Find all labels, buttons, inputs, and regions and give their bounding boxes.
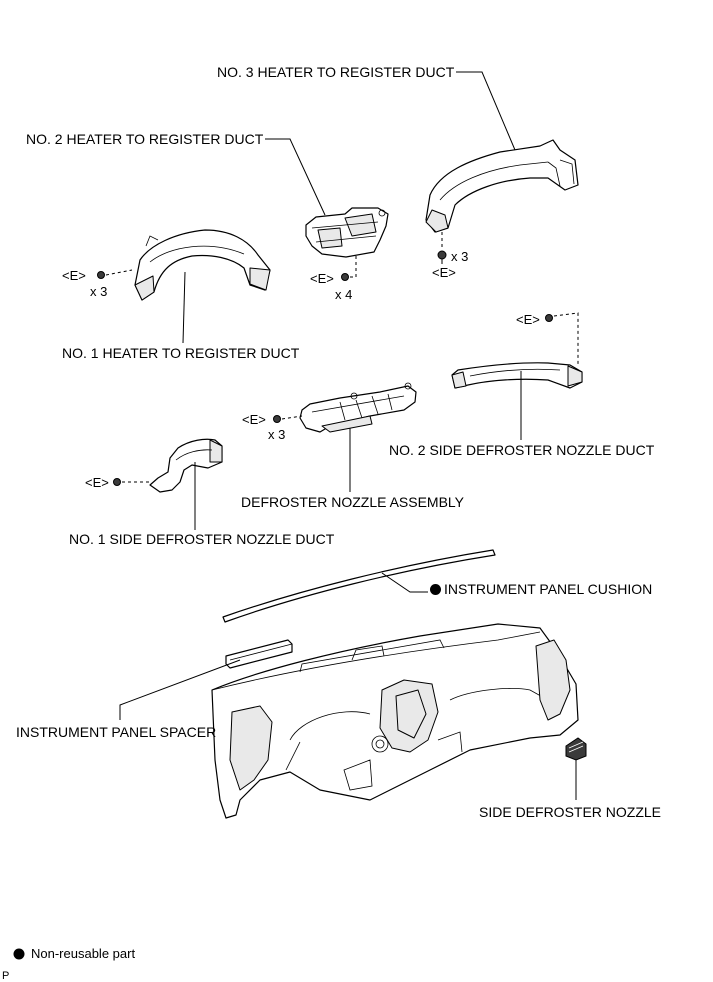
no1-screw-icon [97, 271, 105, 279]
fastener-code-defroster: <E> [242, 412, 266, 427]
label-no2-heater-duct: NO. 2 HEATER TO REGISTER DUCT [26, 131, 264, 147]
fastener-qty-no1: x 3 [90, 284, 108, 299]
page-mark: P [2, 970, 10, 982]
fastener-code-no3: <E> [432, 265, 456, 280]
instrument-panel-spacer-drawing [225, 639, 293, 669]
legend-non-reusable: Non-reusable part [31, 946, 136, 961]
fastener-qty-no3: x 3 [451, 249, 469, 264]
label-instrument-panel-spacer: INSTRUMENT PANEL SPACER [16, 724, 217, 740]
fastener-code-no2: <E> [310, 271, 334, 286]
fastener-qty-no2: x 4 [335, 287, 353, 302]
non-reusable-marker-icon [430, 584, 441, 595]
side-defroster-nozzle-drawing [565, 737, 587, 761]
instrument-panel-drawing [211, 623, 579, 819]
label-no3-heater-duct: NO. 3 HEATER TO REGISTER DUCT [217, 64, 455, 80]
no1-side-screw-icon [113, 478, 121, 486]
no3-screw-icon [437, 250, 447, 264]
label-instrument-panel-cushion: INSTRUMENT PANEL CUSHION [430, 581, 652, 597]
label-no2-side-defroster-duct: NO. 2 SIDE DEFROSTER NOZZLE DUCT [389, 442, 655, 458]
fastener-qty-defroster: x 3 [268, 427, 286, 442]
no1-heater-duct-drawing [134, 229, 271, 301]
label-side-defroster-nozzle: SIDE DEFROSTER NOZZLE [479, 804, 662, 820]
instrument-panel-cushion-drawing [222, 549, 496, 623]
no2-side-defroster-duct-drawing [451, 362, 583, 389]
fastener-code-no1: <E> [62, 268, 86, 283]
no3-heater-duct-drawing [425, 139, 579, 233]
instrument-panel-cushion-text: INSTRUMENT PANEL CUSHION [444, 581, 653, 597]
no2-heater-duct-drawing [305, 207, 389, 258]
fastener-code-no2-side: <E> [516, 312, 540, 327]
label-defroster-nozzle-assembly: DEFROSTER NOZZLE ASSEMBLY [241, 494, 465, 510]
no1-side-defroster-duct-drawing [149, 438, 223, 493]
no2-screw-icon [341, 273, 349, 281]
fastener-code-no1-side: <E> [85, 475, 109, 490]
label-no1-heater-duct: NO. 1 HEATER TO REGISTER DUCT [62, 345, 300, 361]
non-reusable-dot-icon [13, 948, 25, 960]
defroster-screw-icon [273, 415, 281, 423]
no2-side-screw-icon [545, 314, 553, 322]
label-no1-side-defroster-duct: NO. 1 SIDE DEFROSTER NOZZLE DUCT [69, 531, 335, 547]
defroster-nozzle-assembly-drawing [299, 382, 417, 433]
